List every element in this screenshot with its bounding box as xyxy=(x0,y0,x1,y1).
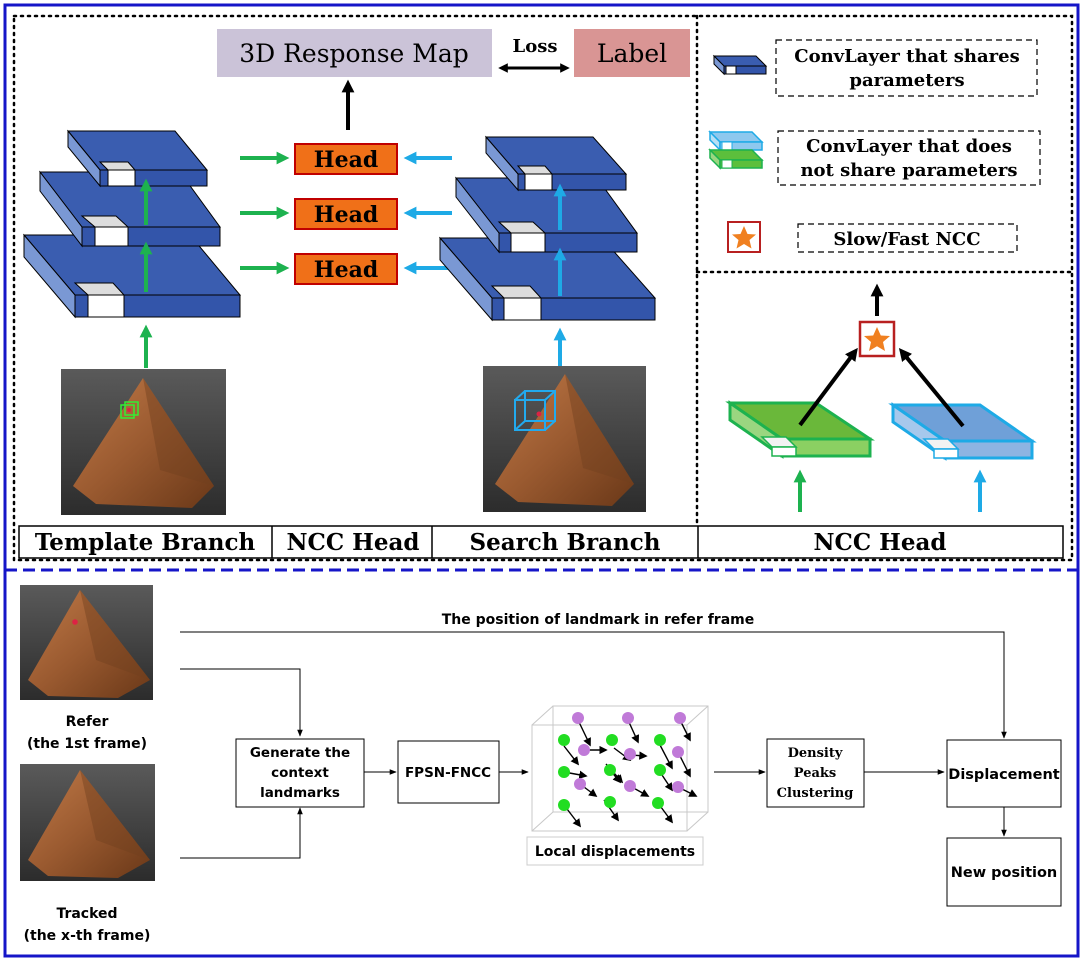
head-label-3: Head xyxy=(314,257,378,283)
legend-shared-icon xyxy=(712,54,768,76)
refer-frame-image xyxy=(20,585,153,700)
position-caption: The position of landmark in refer frame xyxy=(442,612,754,628)
template-branch-label: Template Branch xyxy=(35,529,256,556)
legend-unshared-icon xyxy=(708,130,764,170)
legend-shared-box xyxy=(775,39,1038,97)
local-displacements-box xyxy=(526,836,704,866)
tracked-label-line1: Tracked xyxy=(56,906,117,922)
template-layer-large xyxy=(22,233,242,319)
tracked-to-generate-line xyxy=(180,807,303,859)
local-displacements-cube xyxy=(531,705,709,832)
label-text: Label xyxy=(597,39,667,68)
ncc-head-panel-title: NCC Head xyxy=(814,529,947,556)
legend-unshared-box xyxy=(777,130,1041,186)
search-layer-large xyxy=(438,236,657,322)
density-line3: Clustering xyxy=(777,786,854,801)
search-volume-image xyxy=(483,366,646,512)
legend-ncc-box xyxy=(797,223,1018,253)
displacement-box xyxy=(946,739,1062,808)
legend-ncc-label: Slow/Fast NCC xyxy=(833,229,980,250)
fpsn-fncc-box xyxy=(397,740,500,804)
local-displacements-label: Local displacements xyxy=(535,844,695,860)
ncc-green-to-star-arrow xyxy=(798,347,858,427)
ncc-green-layer xyxy=(725,400,875,459)
ncc-head-branch-label: NCC Head xyxy=(287,529,420,556)
refer-label-line2: (the 1st frame) xyxy=(27,736,147,752)
template-volume-image xyxy=(61,369,226,515)
search-branch-label: Search Branch xyxy=(470,529,661,556)
fpsn-fncc-label: FPSN-FNCC xyxy=(405,765,491,781)
head-box-1 xyxy=(294,143,398,175)
label-box xyxy=(574,29,690,77)
ncc-star-node xyxy=(858,320,896,358)
tracked-frame-image xyxy=(20,764,155,881)
new-position-label: New position xyxy=(951,865,1058,881)
generate-line2: context xyxy=(271,765,329,781)
density-peaks-box xyxy=(766,738,865,808)
head-box-3 xyxy=(294,253,398,285)
legend-shared-line2: parameters xyxy=(849,70,964,91)
legend-unshared-line2: not share parameters xyxy=(800,160,1017,181)
tracked-label-line2: (the x-th frame) xyxy=(24,928,151,944)
generate-line3: landmarks xyxy=(260,785,340,801)
legend-shared-line1: ConvLayer that shares xyxy=(794,46,1019,67)
response-map-label: 3D Response Map xyxy=(239,39,469,68)
new-position-box xyxy=(946,837,1062,907)
refer-label-line1: Refer xyxy=(66,714,109,730)
refer-to-displacement-line xyxy=(180,631,1007,739)
density-line1: Density xyxy=(788,746,843,761)
ncc-blue-to-star-arrow xyxy=(898,348,965,428)
response-map-box xyxy=(217,29,492,77)
ncc-blue-layer xyxy=(888,402,1037,461)
search-layer-mid xyxy=(454,176,638,254)
head-label-1: Head xyxy=(314,147,378,173)
generate-landmarks-box xyxy=(235,738,365,808)
head-label-2: Head xyxy=(314,202,378,228)
refer-to-generate-line xyxy=(180,668,303,737)
search-layer-small xyxy=(484,135,628,192)
density-line2: Peaks xyxy=(794,766,836,781)
legend-unshared-line1: ConvLayer that does xyxy=(806,136,1012,157)
loss-label: Loss xyxy=(513,36,558,57)
head-box-2 xyxy=(294,198,398,230)
generate-line1: Generate the xyxy=(250,745,350,761)
displacement-label: Displacement xyxy=(948,767,1059,783)
template-layer-small xyxy=(66,129,209,188)
legend-ncc-star-icon xyxy=(727,221,761,253)
